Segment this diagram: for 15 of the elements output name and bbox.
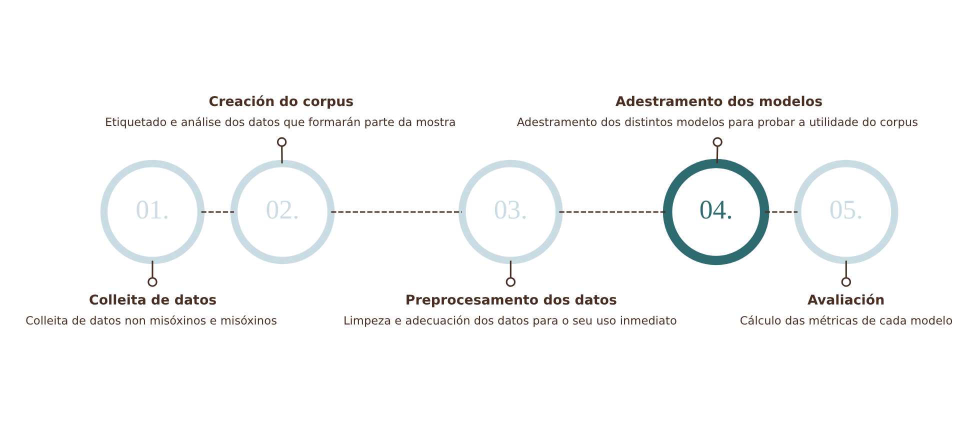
- node-text: Avaliación Cálculo das métricas de cada modelo: [740, 292, 953, 327]
- node-text: Colleita de datos Colleita de datos non misóxinos e misóxinos: [26, 292, 277, 327]
- connector: [559, 210, 668, 212]
- connector: [841, 260, 852, 286]
- connector: [506, 260, 516, 286]
- connector: [712, 136, 722, 163]
- node-text: Creación do corpus Etiquetado e análise dos datos que formarán parte da mostra: [105, 94, 456, 129]
- connector: [764, 210, 798, 212]
- node-circle: 04.: [662, 158, 770, 265]
- connector: [276, 136, 287, 163]
- node-text: Preprocesamento dos datos Limpeza e adecuación dos datos para o seu uso inmediato: [343, 292, 677, 327]
- node-text: Adestramento dos modelos Adestramento dos distintos modelos para probar a utilidade do corpus: [516, 94, 918, 129]
- connector: [201, 210, 234, 212]
- connector: [148, 260, 158, 286]
- connector: [331, 210, 462, 212]
